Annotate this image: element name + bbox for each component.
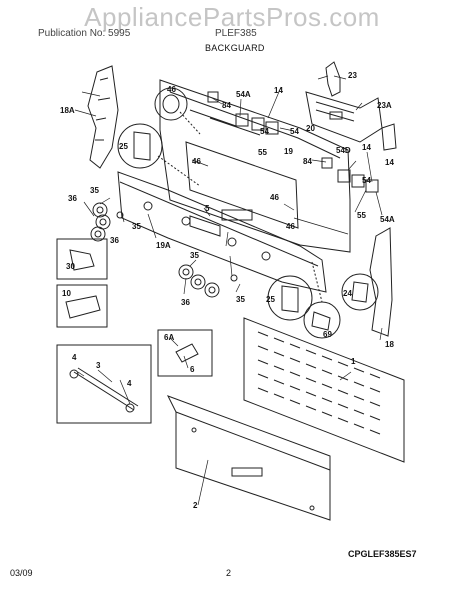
section-title: BACKGUARD (205, 43, 265, 53)
callout-4b: 4 (127, 379, 132, 388)
callout-4a: 4 (72, 353, 77, 362)
inset-switch-24 (341, 273, 379, 311)
control-board-20 (305, 91, 383, 143)
callout-6: 6 (190, 365, 195, 374)
callout-10: 10 (62, 289, 71, 298)
callout-54d: 54A (380, 215, 395, 224)
callout-14c: 14 (385, 158, 394, 167)
inset-knob-46 (154, 87, 201, 135)
callout-55a: 55 (258, 148, 267, 157)
inset-switch-25-lower (267, 275, 313, 321)
callout-3: 3 (96, 361, 101, 370)
callout-18: 18 (385, 340, 394, 349)
callout-23a: 23A (377, 101, 392, 110)
callout-25a: 25 (119, 142, 128, 151)
inset-part-69 (303, 261, 341, 339)
callout-14a: 14 (274, 86, 283, 95)
control-panel-19a (117, 171, 327, 293)
callout-36b: 36 (110, 236, 119, 245)
relays-lower (321, 157, 379, 193)
callout-18a: 18A (60, 106, 75, 115)
model-header: PLEF385 (215, 28, 257, 39)
trim-panel-2 (166, 395, 331, 521)
callout-54c: 54A (236, 90, 251, 99)
rear-panel-1 (243, 317, 405, 463)
callout-54b: 54 (260, 127, 269, 136)
callout-20: 20 (306, 124, 315, 133)
callout-5: 5 (205, 204, 210, 213)
callout-55b: 55 (357, 211, 366, 220)
model-code: CPGLEF385ES7 (348, 549, 417, 559)
inset-box-6a (157, 329, 213, 377)
callout-54a: 54 (290, 127, 299, 136)
callout-46b: 46 (192, 157, 201, 166)
callout-46c: 46 (270, 193, 279, 202)
callout-84a: 84 (222, 101, 231, 110)
bracket-23a (381, 123, 397, 151)
callout-19a: 19A (156, 241, 171, 250)
callout-54d-label: 54 (362, 176, 371, 185)
callout-1: 1 (351, 357, 356, 366)
callout-labels: 18A 23 23A 20 14 54 54A 84 46 19 55 25 4… (60, 71, 395, 510)
inset-switch-25-upper (117, 123, 201, 187)
callout-35b: 35 (132, 222, 141, 231)
callout-23: 23 (348, 71, 357, 80)
callout-35d: 35 (236, 295, 245, 304)
left-end-cap-18a (87, 65, 119, 169)
leader-lines (74, 75, 383, 506)
callout-46d: 46 (286, 222, 295, 231)
callout-19: 19 (284, 147, 293, 156)
callout-6a: 6A (164, 333, 174, 342)
backguard-housing-19 (159, 79, 351, 253)
footer-page-number: 2 (226, 568, 232, 578)
watermark: AppliancePartsPros.com (84, 2, 380, 32)
callout-54e: 54D (336, 146, 351, 155)
callout-36a: 36 (68, 194, 77, 203)
inset-box-10 (56, 284, 108, 328)
callout-14b: 14 (362, 143, 371, 152)
callout-35a: 35 (90, 186, 99, 195)
footer-date: 03/09 (10, 568, 33, 578)
relays-upper (207, 91, 279, 135)
callout-69: 69 (323, 330, 332, 339)
callout-36c: 36 (181, 298, 190, 307)
callout-25b: 25 (266, 295, 275, 304)
right-end-cap-18 (369, 227, 393, 337)
callout-2: 2 (193, 501, 198, 510)
callout-35c: 35 (190, 251, 199, 260)
knobs-left (90, 202, 124, 242)
callout-46a: 46 (167, 85, 176, 94)
inset-box-30 (56, 238, 108, 280)
callout-30: 30 (66, 262, 75, 271)
knobs-center (178, 264, 238, 298)
publication-number: Publication No: 5995 (38, 28, 131, 39)
callout-24: 24 (343, 289, 352, 298)
bracket-23 (325, 61, 341, 97)
callout-84b: 84 (303, 157, 312, 166)
